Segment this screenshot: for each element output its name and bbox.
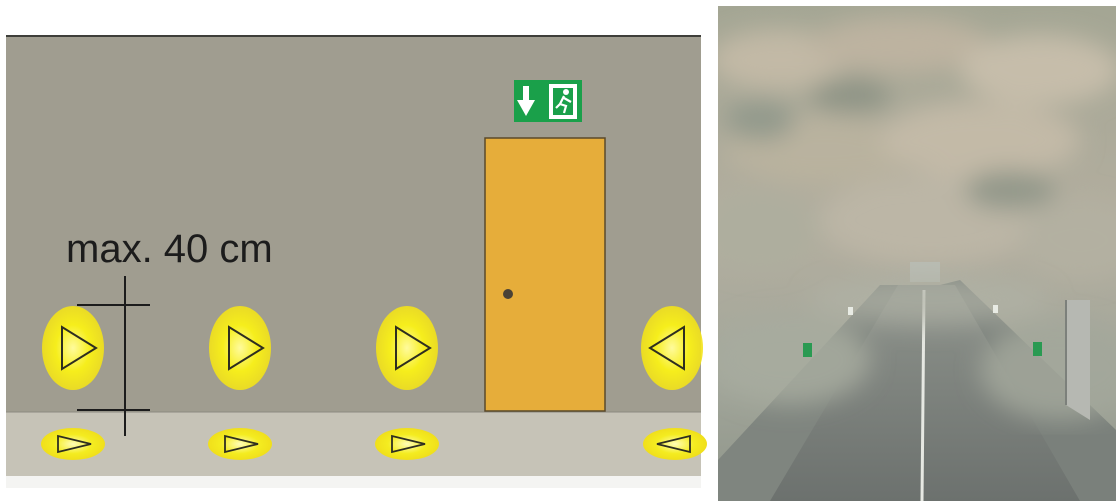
wall-light-left bbox=[848, 307, 853, 315]
wall-marker-4 bbox=[641, 306, 703, 390]
wall-marker-1 bbox=[42, 306, 104, 390]
height-dimension: max. 40 cm bbox=[66, 227, 273, 436]
smoke-clouds bbox=[718, 17, 1116, 280]
door-knob bbox=[503, 289, 513, 299]
tunnel-niche-pillar bbox=[1066, 300, 1090, 420]
road-center-line bbox=[920, 289, 926, 501]
floor-marker-3 bbox=[375, 428, 439, 460]
emergency-sign-right-icon bbox=[1033, 342, 1042, 356]
running-man-exit-icon bbox=[549, 84, 577, 119]
wall-marker-3 bbox=[376, 306, 438, 390]
wall-marker-2 bbox=[209, 306, 271, 390]
left-arrow-icon bbox=[648, 325, 685, 371]
floor-strip bbox=[6, 412, 701, 476]
floor-guidance-markers bbox=[41, 428, 707, 460]
max-height-label: max. 40 cm bbox=[66, 227, 273, 271]
right-arrow-icon bbox=[57, 434, 92, 454]
corridor-elevation-illustration: max. 40 cm bbox=[6, 10, 707, 488]
smoke-tunnel-photo bbox=[718, 6, 1116, 501]
down-arrow-icon bbox=[517, 86, 535, 116]
right-arrow-icon bbox=[391, 434, 426, 454]
right-arrow-icon bbox=[224, 434, 259, 454]
baseboard bbox=[6, 476, 701, 488]
right-arrow-icon bbox=[61, 325, 98, 371]
right-arrow-icon bbox=[395, 325, 432, 371]
floor-marker-4 bbox=[643, 428, 707, 460]
floor-marker-2 bbox=[208, 428, 272, 460]
wall-guidance-markers bbox=[42, 306, 703, 390]
right-arrow-icon bbox=[228, 325, 265, 371]
exit-door bbox=[484, 137, 606, 412]
exit-sign bbox=[514, 80, 582, 122]
floor-marker-1 bbox=[41, 428, 105, 460]
emergency-sign-left-icon bbox=[803, 343, 812, 357]
tunnel-road bbox=[770, 285, 1080, 501]
left-arrow-icon bbox=[656, 434, 691, 454]
wall-light-right bbox=[993, 305, 998, 313]
door-panel bbox=[484, 137, 606, 412]
